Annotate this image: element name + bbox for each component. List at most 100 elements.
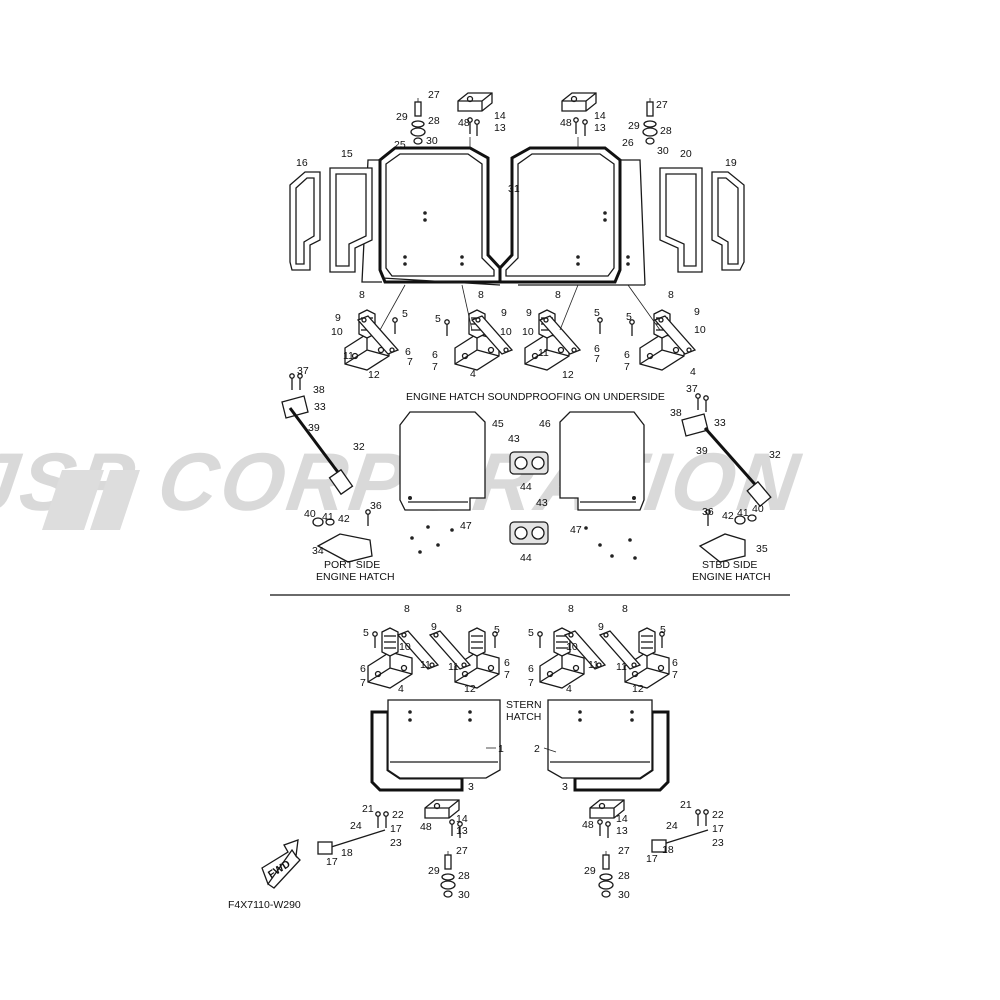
callout: 31 [508, 183, 520, 195]
callout: 43 [508, 433, 520, 445]
callout: 5 [363, 627, 369, 639]
callout: 45 [492, 418, 504, 430]
rivets [410, 525, 637, 560]
callouts-bottom-right: 48 14 13 27 29 28 30 21 22 24 17 23 18 1… [582, 799, 724, 901]
callout: 25 [394, 139, 406, 151]
callout: 41 [737, 507, 749, 519]
callout: 8 [622, 603, 628, 615]
callout: 36 [702, 506, 714, 518]
callout: 19 [725, 157, 737, 169]
top-brackets-row [344, 284, 696, 371]
callout: 48 [458, 117, 470, 129]
seal-15 [329, 167, 373, 273]
callout: 7 [594, 353, 600, 365]
callout: 12 [368, 369, 380, 381]
stbd-gas-strut [681, 393, 772, 508]
callout: 9 [335, 312, 341, 324]
callout: 29 [628, 120, 640, 132]
callout: 11 [448, 661, 459, 673]
callouts-strut-left: 37 38 33 39 32 36 40 41 42 34 [297, 365, 382, 557]
callouts-bottom-brackets: 8 8 9 5 10 11 6 7 4 12 6 7 11 5 8 8 9 5 … [360, 603, 678, 695]
callout: 29 [396, 111, 408, 123]
callout: 10 [522, 326, 534, 338]
watermark-logo [42, 470, 140, 530]
callout: 13 [494, 122, 506, 134]
port-gas-strut [281, 373, 354, 496]
callout: 14 [494, 110, 506, 122]
callout: 24 [666, 820, 678, 832]
callout: 13 [616, 825, 628, 837]
callout: 40 [752, 503, 764, 515]
callout: 40 [304, 508, 316, 520]
callout: 6 [594, 343, 600, 355]
callout: 18 [341, 847, 353, 859]
callout: 14 [594, 110, 606, 122]
callouts-top-left-hinge: 27 29 28 30 48 14 13 25 [394, 89, 506, 151]
callout: 8 [555, 289, 561, 301]
callout: 10 [399, 641, 411, 653]
callout: 34 [312, 545, 324, 557]
callout: 28 [428, 115, 440, 127]
callout: 9 [501, 307, 507, 319]
callout: 5 [494, 624, 500, 636]
callout: 2 [534, 743, 540, 755]
callouts-top-brackets-left: 8 9 5 10 11 6 7 12 8 5 9 10 6 7 4 [331, 289, 512, 381]
callout: 39 [696, 445, 708, 457]
callout: 8 [359, 289, 365, 301]
callout: 29 [584, 865, 596, 877]
callout: 30 [458, 889, 470, 901]
port-caption-line1: PORT SIDE [324, 559, 380, 571]
callout: 13 [456, 825, 468, 837]
callout: 5 [435, 313, 441, 325]
callout: 27 [456, 845, 468, 857]
callout: 41 [322, 511, 334, 523]
callout: 5 [528, 627, 534, 639]
callout: 46 [539, 418, 551, 430]
callout: 8 [404, 603, 410, 615]
part-number: F4X7110-W290 [228, 899, 301, 911]
bottom-right-stay [651, 809, 709, 853]
callout: 12 [562, 369, 574, 381]
stbd-caption-line2: ENGINE HATCH [692, 571, 771, 583]
callouts-strut-right: 37 38 33 39 32 36 42 41 40 35 [670, 383, 781, 555]
callout: 21 [362, 803, 374, 815]
callouts-stern: 1 2 3 3 [468, 743, 568, 793]
callout: 27 [428, 89, 440, 101]
seal-16 [289, 171, 321, 271]
stbd-side-bracket [698, 509, 757, 563]
callout: 15 [341, 148, 353, 160]
callout: 11 [420, 659, 431, 671]
callout: 47 [570, 524, 582, 536]
callout: 9 [694, 306, 700, 318]
callout: 17 [326, 856, 338, 868]
stern-caption-line2: HATCH [506, 711, 541, 723]
callout: 27 [618, 845, 630, 857]
callout: 13 [594, 122, 606, 134]
callout: 39 [308, 422, 320, 434]
seal-19 [711, 171, 745, 271]
callout: 6 [504, 657, 510, 669]
callout: 7 [432, 361, 438, 373]
seal-20 [659, 167, 703, 273]
callout: 1 [498, 743, 504, 755]
callout: 29 [428, 865, 440, 877]
vent-assembly-upper [509, 451, 549, 475]
callout: 28 [660, 125, 672, 137]
callout: 8 [478, 289, 484, 301]
callouts-top-right-hinge: 48 14 13 27 29 28 30 26 [560, 99, 672, 157]
callout: 10 [500, 326, 512, 338]
top-right-hinge [561, 92, 658, 148]
callout: 17 [712, 823, 724, 835]
callout: 14 [616, 813, 628, 825]
callout: 8 [568, 603, 574, 615]
callout: 8 [668, 289, 674, 301]
soundproofing-panel-46 [559, 411, 645, 511]
callout: 24 [350, 820, 362, 832]
callout: 36 [370, 500, 382, 512]
callout: 30 [657, 145, 669, 157]
callout: 32 [769, 449, 781, 461]
callout: 11 [538, 347, 549, 359]
port-caption-line2: ENGINE HATCH [316, 571, 395, 583]
callout: 38 [313, 384, 325, 396]
